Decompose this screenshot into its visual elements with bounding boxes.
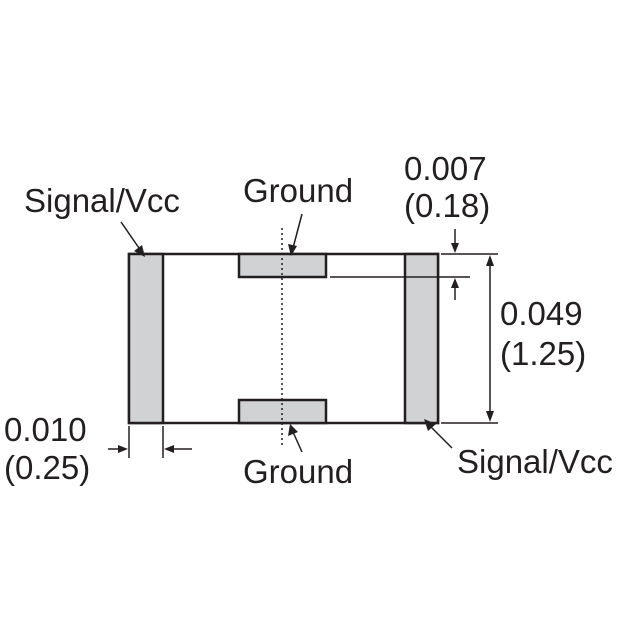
right-terminal-pad (403, 252, 440, 425)
signal-right-arrowhead (424, 419, 436, 431)
ground-bottom-leader (292, 431, 303, 453)
terminal-width-mm: (0.25) (4, 449, 90, 486)
signal-vcc-left-label: Signal/Vcc (24, 182, 180, 219)
height-arrow-bottom (486, 411, 494, 422)
signal-left-arrowhead (134, 245, 145, 257)
signal-left-leader (120, 221, 140, 249)
pad-offset-inches: 0.007 (404, 150, 487, 187)
terminal-width-arrow-left (118, 445, 128, 453)
body-height-mm: (1.25) (500, 335, 586, 372)
ground-top-arrowhead (288, 244, 297, 256)
left-terminal-pad (127, 252, 165, 425)
pad-offset-arrow-upper (451, 243, 459, 253)
terminal-width-arrow-right (164, 445, 174, 453)
height-arrow-top (486, 255, 494, 266)
pad-offset-mm: (0.18) (404, 187, 490, 224)
body-height-inches: 0.049 (500, 295, 583, 332)
pad-offset-arrow-lower (451, 278, 459, 288)
ground-bottom-arrowhead (288, 424, 298, 436)
terminal-width-inches: 0.010 (4, 411, 87, 448)
component-body (127, 252, 440, 425)
signal-right-leader (429, 425, 453, 449)
ground-top-leader (292, 213, 303, 249)
signal-vcc-right-label: Signal/Vcc (457, 443, 613, 480)
ground-top-label: Ground (243, 172, 353, 209)
ground-bottom-label: Ground (243, 453, 353, 490)
